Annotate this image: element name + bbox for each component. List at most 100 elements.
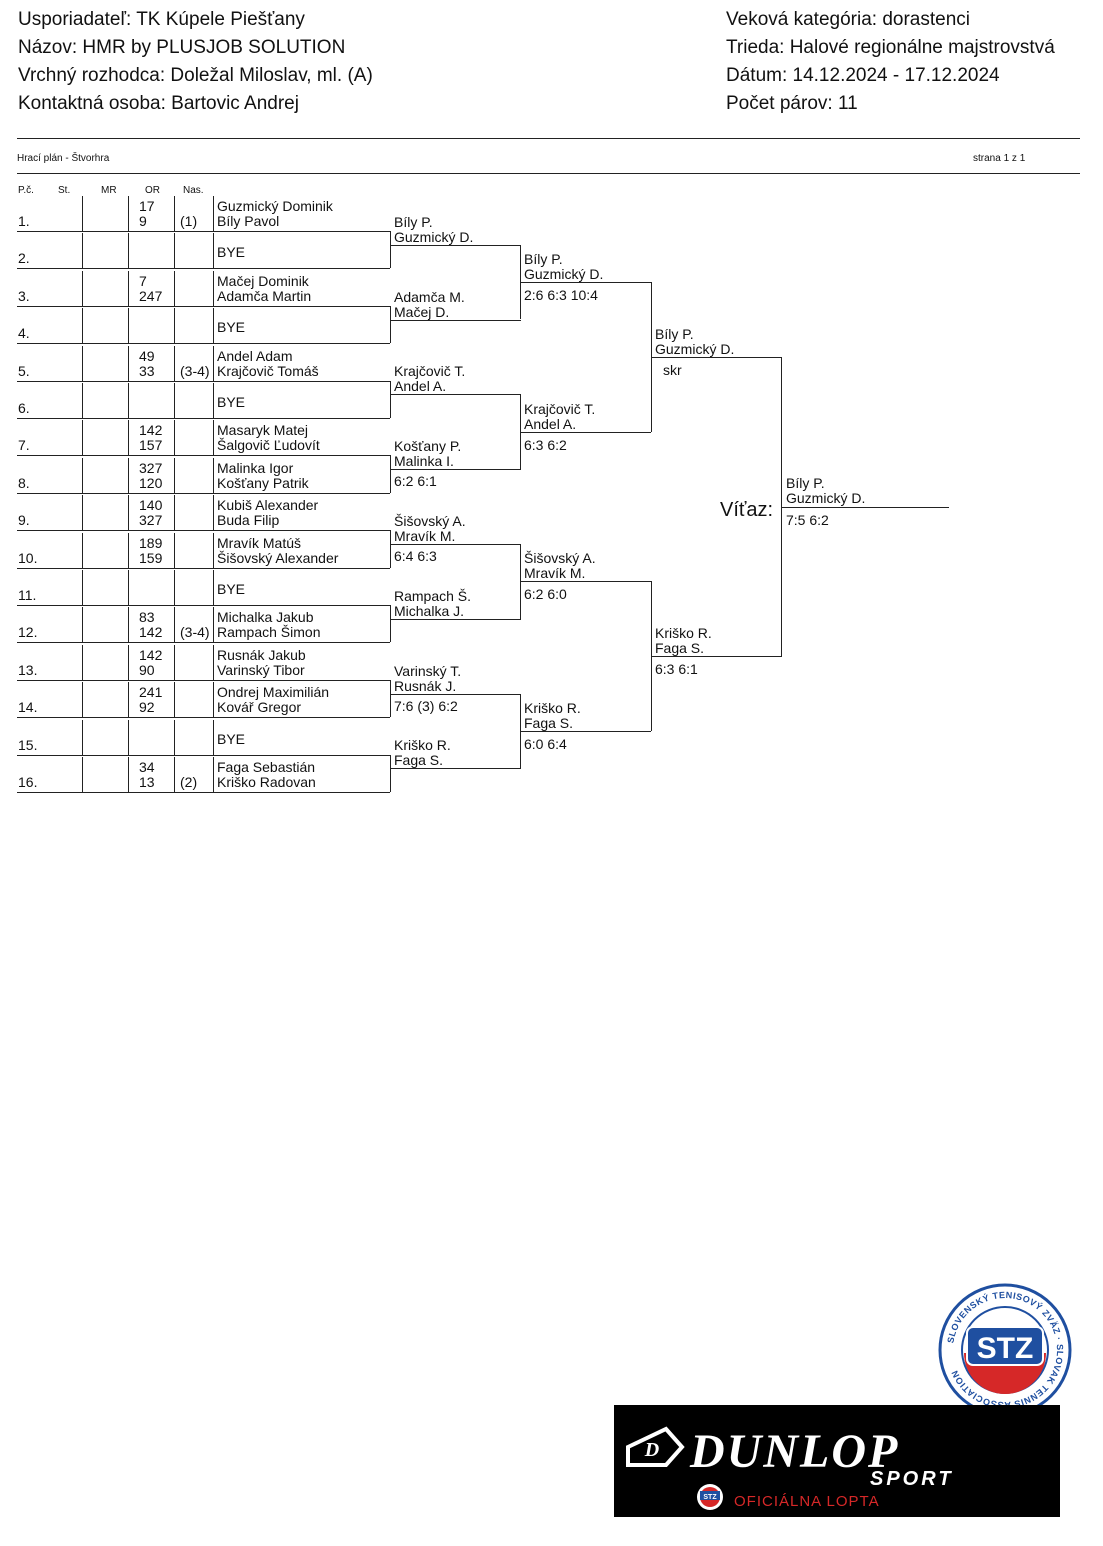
r2-team-b: Andel A.	[394, 378, 447, 395]
seed-rank-2: 157	[139, 437, 163, 454]
referee: Vrchný rozhodca: Doležal Miloslav, ml. (…	[18, 65, 373, 86]
col-separator	[213, 345, 214, 382]
player-1: Kubiš Alexander	[217, 497, 319, 514]
r4-line	[651, 356, 782, 358]
col-separator	[174, 196, 175, 232]
position-number: 15.	[18, 736, 38, 753]
row-line	[17, 717, 390, 719]
r3-team-b: Andel A.	[524, 415, 577, 432]
row-line	[17, 231, 390, 232]
r2-line	[390, 319, 521, 321]
winner-team-a: Bíly P.	[786, 474, 825, 491]
seed-rank-2: 13	[139, 774, 155, 790]
final-score: 7:5 6:2	[786, 511, 829, 528]
col-separator	[174, 308, 175, 345]
player-1: Rusnák Jakub	[217, 646, 306, 663]
player-1: Michalka Jakub	[217, 609, 314, 626]
r2-team-a: Adamča M.	[394, 288, 465, 305]
col-separator	[213, 644, 214, 681]
class: Trieda: Halové regionálne majstrovstvá	[726, 37, 1055, 58]
r2-team-b: Rusnák J.	[394, 677, 457, 694]
pair-count: Počet párov: 11	[726, 93, 858, 114]
col-separator	[213, 233, 214, 270]
col-separator	[128, 457, 129, 494]
seed-rank-2: 120	[139, 474, 163, 491]
position-number: 10.	[18, 549, 38, 566]
seed-rank-1: 49	[139, 347, 155, 364]
dates: Dátum: 14.12.2024 - 17.12.2024	[726, 65, 1000, 86]
player-2: Košťany Patrik	[217, 474, 309, 491]
col-st: St.	[58, 185, 71, 196]
header-divider	[17, 138, 1080, 139]
col-separator	[82, 570, 83, 606]
player-2: Kriško Radovan	[217, 774, 316, 790]
col-separator	[174, 383, 175, 419]
r2-team-a: Rampach Š.	[394, 587, 472, 604]
row-line	[17, 268, 390, 270]
player-2: Bíly Pavol	[217, 213, 280, 229]
row-line	[17, 418, 390, 419]
r2-line	[390, 618, 521, 620]
player-2: Kovář Gregor	[217, 699, 302, 716]
col-separator	[128, 196, 129, 232]
bracket-connector	[390, 605, 391, 643]
r2-score: 7:6 (3) 6:2	[394, 697, 458, 714]
player-1: Masaryk Matej	[217, 422, 309, 439]
player-2: Varinský Tibor	[217, 661, 305, 678]
col-separator	[82, 757, 83, 793]
col-separator	[82, 532, 83, 569]
col-separator	[174, 420, 175, 457]
position-number: 11.	[18, 587, 37, 603]
player-1: Mravík Matúš	[217, 534, 302, 551]
position-number: 7.	[18, 437, 30, 454]
seed-rank-2: 90	[139, 661, 155, 678]
col-separator	[128, 495, 129, 532]
player-1: Guzmický Dominik	[217, 198, 333, 214]
bracket-connector	[781, 356, 782, 657]
r3-team-b: Faga S.	[524, 714, 574, 731]
col-separator	[128, 345, 129, 382]
subheader-divider	[17, 173, 1080, 174]
col-separator	[174, 457, 175, 494]
seed-rank-2: 142	[139, 624, 163, 641]
seed-rank-1: 142	[139, 422, 163, 439]
position-number: 13.	[18, 661, 38, 678]
seed-rank-1: 7	[139, 272, 147, 289]
col-separator	[174, 757, 175, 793]
r4-team-b: Faga S.	[655, 640, 705, 657]
r2-team-b: Michalka J.	[394, 602, 465, 619]
col-separator	[82, 233, 83, 270]
col-separator	[82, 308, 83, 345]
col-separator	[82, 682, 83, 719]
r2-team-b: Mačej D.	[394, 303, 450, 320]
r2-team-b: Guzmický D.	[394, 228, 474, 245]
col-separator	[213, 607, 214, 644]
bracket-connector	[390, 530, 391, 568]
row-line	[17, 530, 390, 532]
dunlop-flying-d-icon	[626, 1426, 685, 1467]
row-line	[17, 305, 390, 307]
r3-score: 2:6 6:3 10:4	[524, 287, 598, 304]
bracket-connector	[390, 754, 391, 792]
col-separator	[128, 570, 129, 606]
stz-logo: STZ SLOVENSKÝ TENISOVÝ ZVÄZ · SLOVAK TEN…	[938, 1283, 1072, 1417]
r4-team-a: Kriško R.	[655, 625, 712, 642]
seed-rank-1: 241	[139, 684, 163, 701]
seed-rank-1: 34	[139, 759, 155, 775]
seeding: (3-4)	[180, 624, 210, 641]
r3-team-a: Kriško R.	[524, 699, 581, 716]
r4-score: 6:3 6:1	[655, 661, 698, 678]
position-number: 1.	[18, 213, 30, 229]
col-separator	[213, 757, 214, 793]
col-separator	[128, 719, 129, 756]
player-2: Šalgovič Ľudovít	[217, 437, 320, 454]
col-separator	[128, 532, 129, 569]
r2-team-a: Kriško R.	[394, 737, 451, 754]
col-mr: MR	[101, 185, 117, 196]
player-1: Andel Adam	[217, 347, 293, 364]
col-separator	[82, 644, 83, 681]
col-separator	[213, 457, 214, 494]
col-separator	[128, 644, 129, 681]
col-separator	[174, 345, 175, 382]
seed-rank-2: 247	[139, 287, 163, 304]
